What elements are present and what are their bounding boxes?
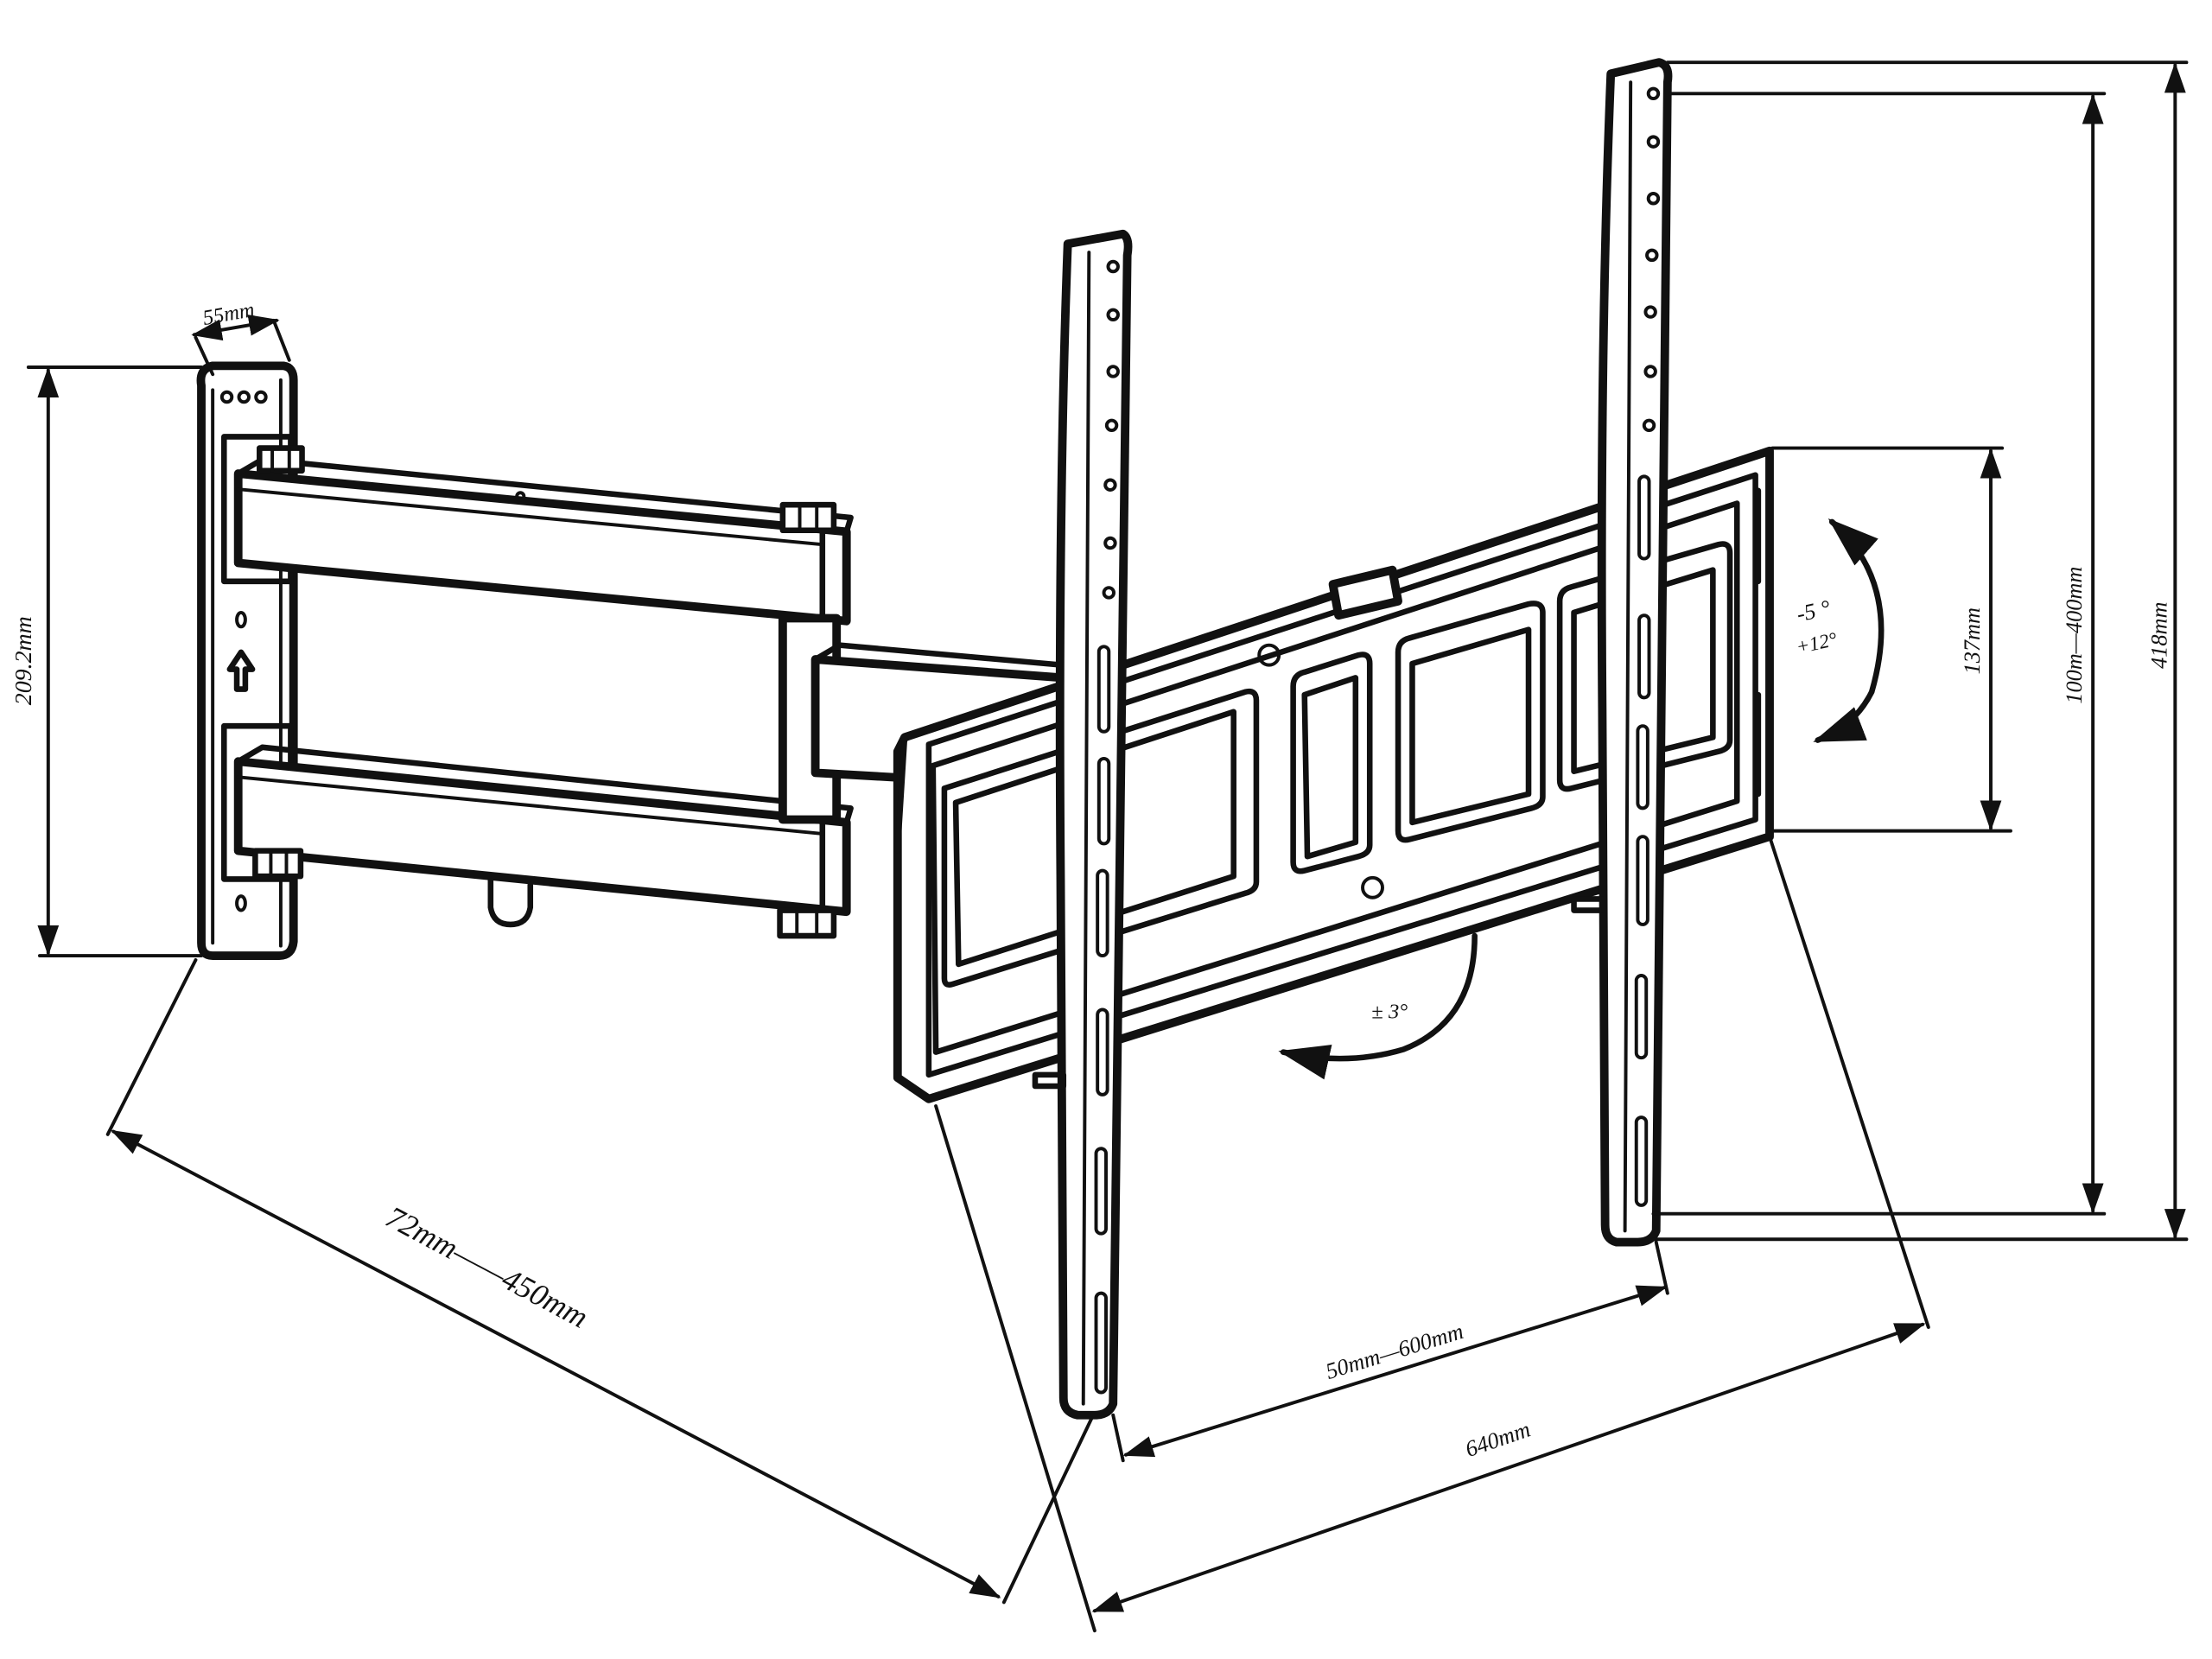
swivel-label: ± 3°: [1371, 1000, 1408, 1023]
upper-arm: [233, 445, 854, 626]
arm-extension-label: 72mm——450mm: [380, 1199, 594, 1335]
tilt-down-label: +12°: [1794, 628, 1839, 658]
dimension-lines: [26, 60, 2189, 1633]
total-width-label: 640mm: [1462, 1417, 1534, 1463]
swivel-arrow: [1278, 932, 1478, 1080]
slot-hole: [235, 894, 247, 912]
lower-arm: [233, 744, 854, 939]
mount-hole: [237, 390, 251, 404]
total-height-label: 418mm: [2146, 602, 2171, 669]
horizontal-spacing-label: 50mm—600mm: [1323, 1319, 1466, 1384]
vertical-spacing-label: 100m—400mm: [2062, 567, 2087, 704]
bracket-height-label: 137mm: [1960, 607, 1985, 674]
mount-hole: [219, 390, 234, 404]
plate-height-label: 209.2mm: [10, 616, 37, 705]
tilt-up-label: -5 °: [1795, 595, 1834, 627]
slot-hole: [235, 610, 247, 629]
right-vertical-rail: [1571, 58, 1673, 1247]
tilt-arrow: [1813, 518, 1885, 743]
up-arrow-icon: [226, 649, 256, 692]
mount-hole: [254, 390, 268, 404]
